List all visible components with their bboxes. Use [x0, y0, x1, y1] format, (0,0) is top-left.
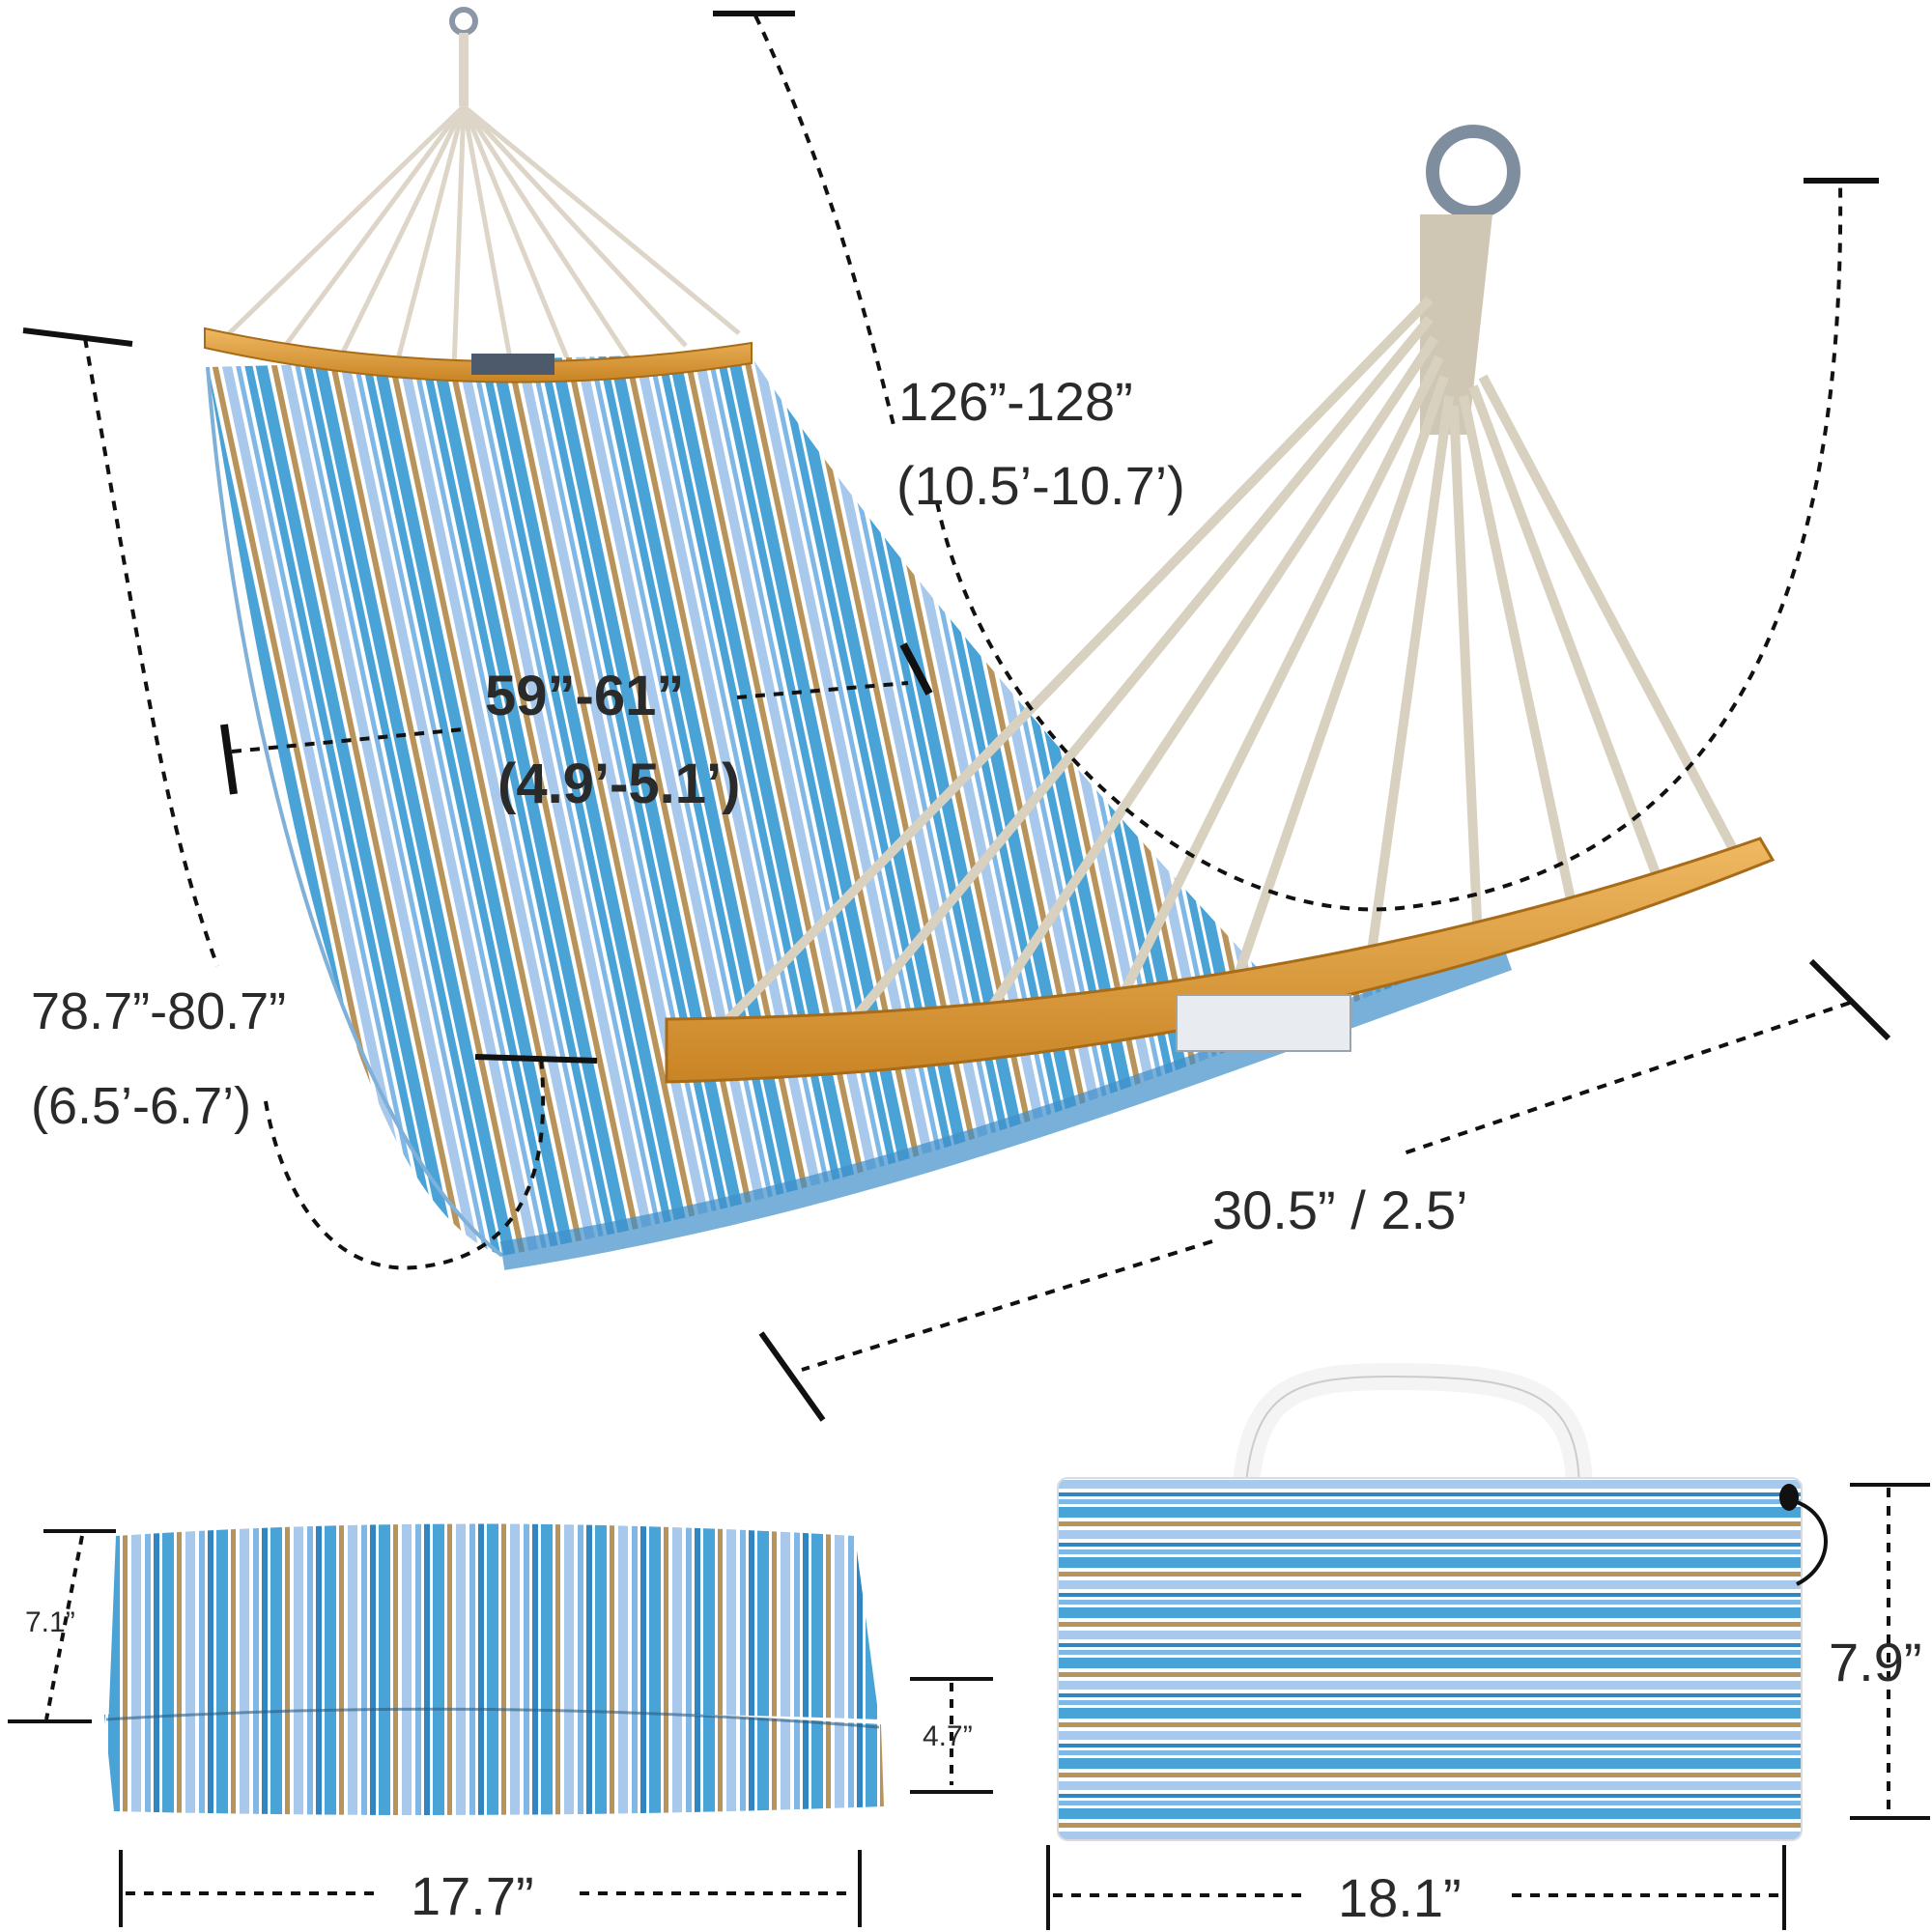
bottom-dimension-lines	[8, 1483, 1930, 1930]
total-length-label: 126”-128”	[898, 371, 1133, 432]
left-spreader-bar	[204, 327, 753, 384]
dimension-lines	[22, 11, 1891, 1422]
bed-length-label: 59”-61”	[485, 665, 685, 727]
right-spreader-bar	[665, 837, 1776, 1084]
folded-hammock	[104, 1523, 884, 1815]
bed-length-ft-label: (4.9’-5.1’)	[497, 753, 741, 815]
bar-width-label: 30.5” / 2.5’	[1212, 1179, 1468, 1240]
left-hanging-ropes	[220, 7, 741, 370]
bag-height-label: 7.9”	[1829, 1632, 1922, 1692]
folded-thickness-label: 4.7”	[923, 1720, 973, 1752]
bed-side-label: 78.7”-80.7”	[31, 982, 287, 1040]
folded-width-label: 17.7”	[411, 1865, 534, 1926]
folded-height-label: 7.1”	[25, 1606, 75, 1638]
bed-side-ft-label: (6.5’-6.7’)	[31, 1077, 252, 1135]
total-length-ft-label: (10.5’-10.7’)	[896, 455, 1185, 516]
bag-width-label: 18.1”	[1338, 1867, 1462, 1928]
right-hanging-ropes	[706, 125, 1744, 1042]
hammock-bed	[208, 353, 1420, 1256]
carry-bag	[1057, 1362, 1828, 1841]
